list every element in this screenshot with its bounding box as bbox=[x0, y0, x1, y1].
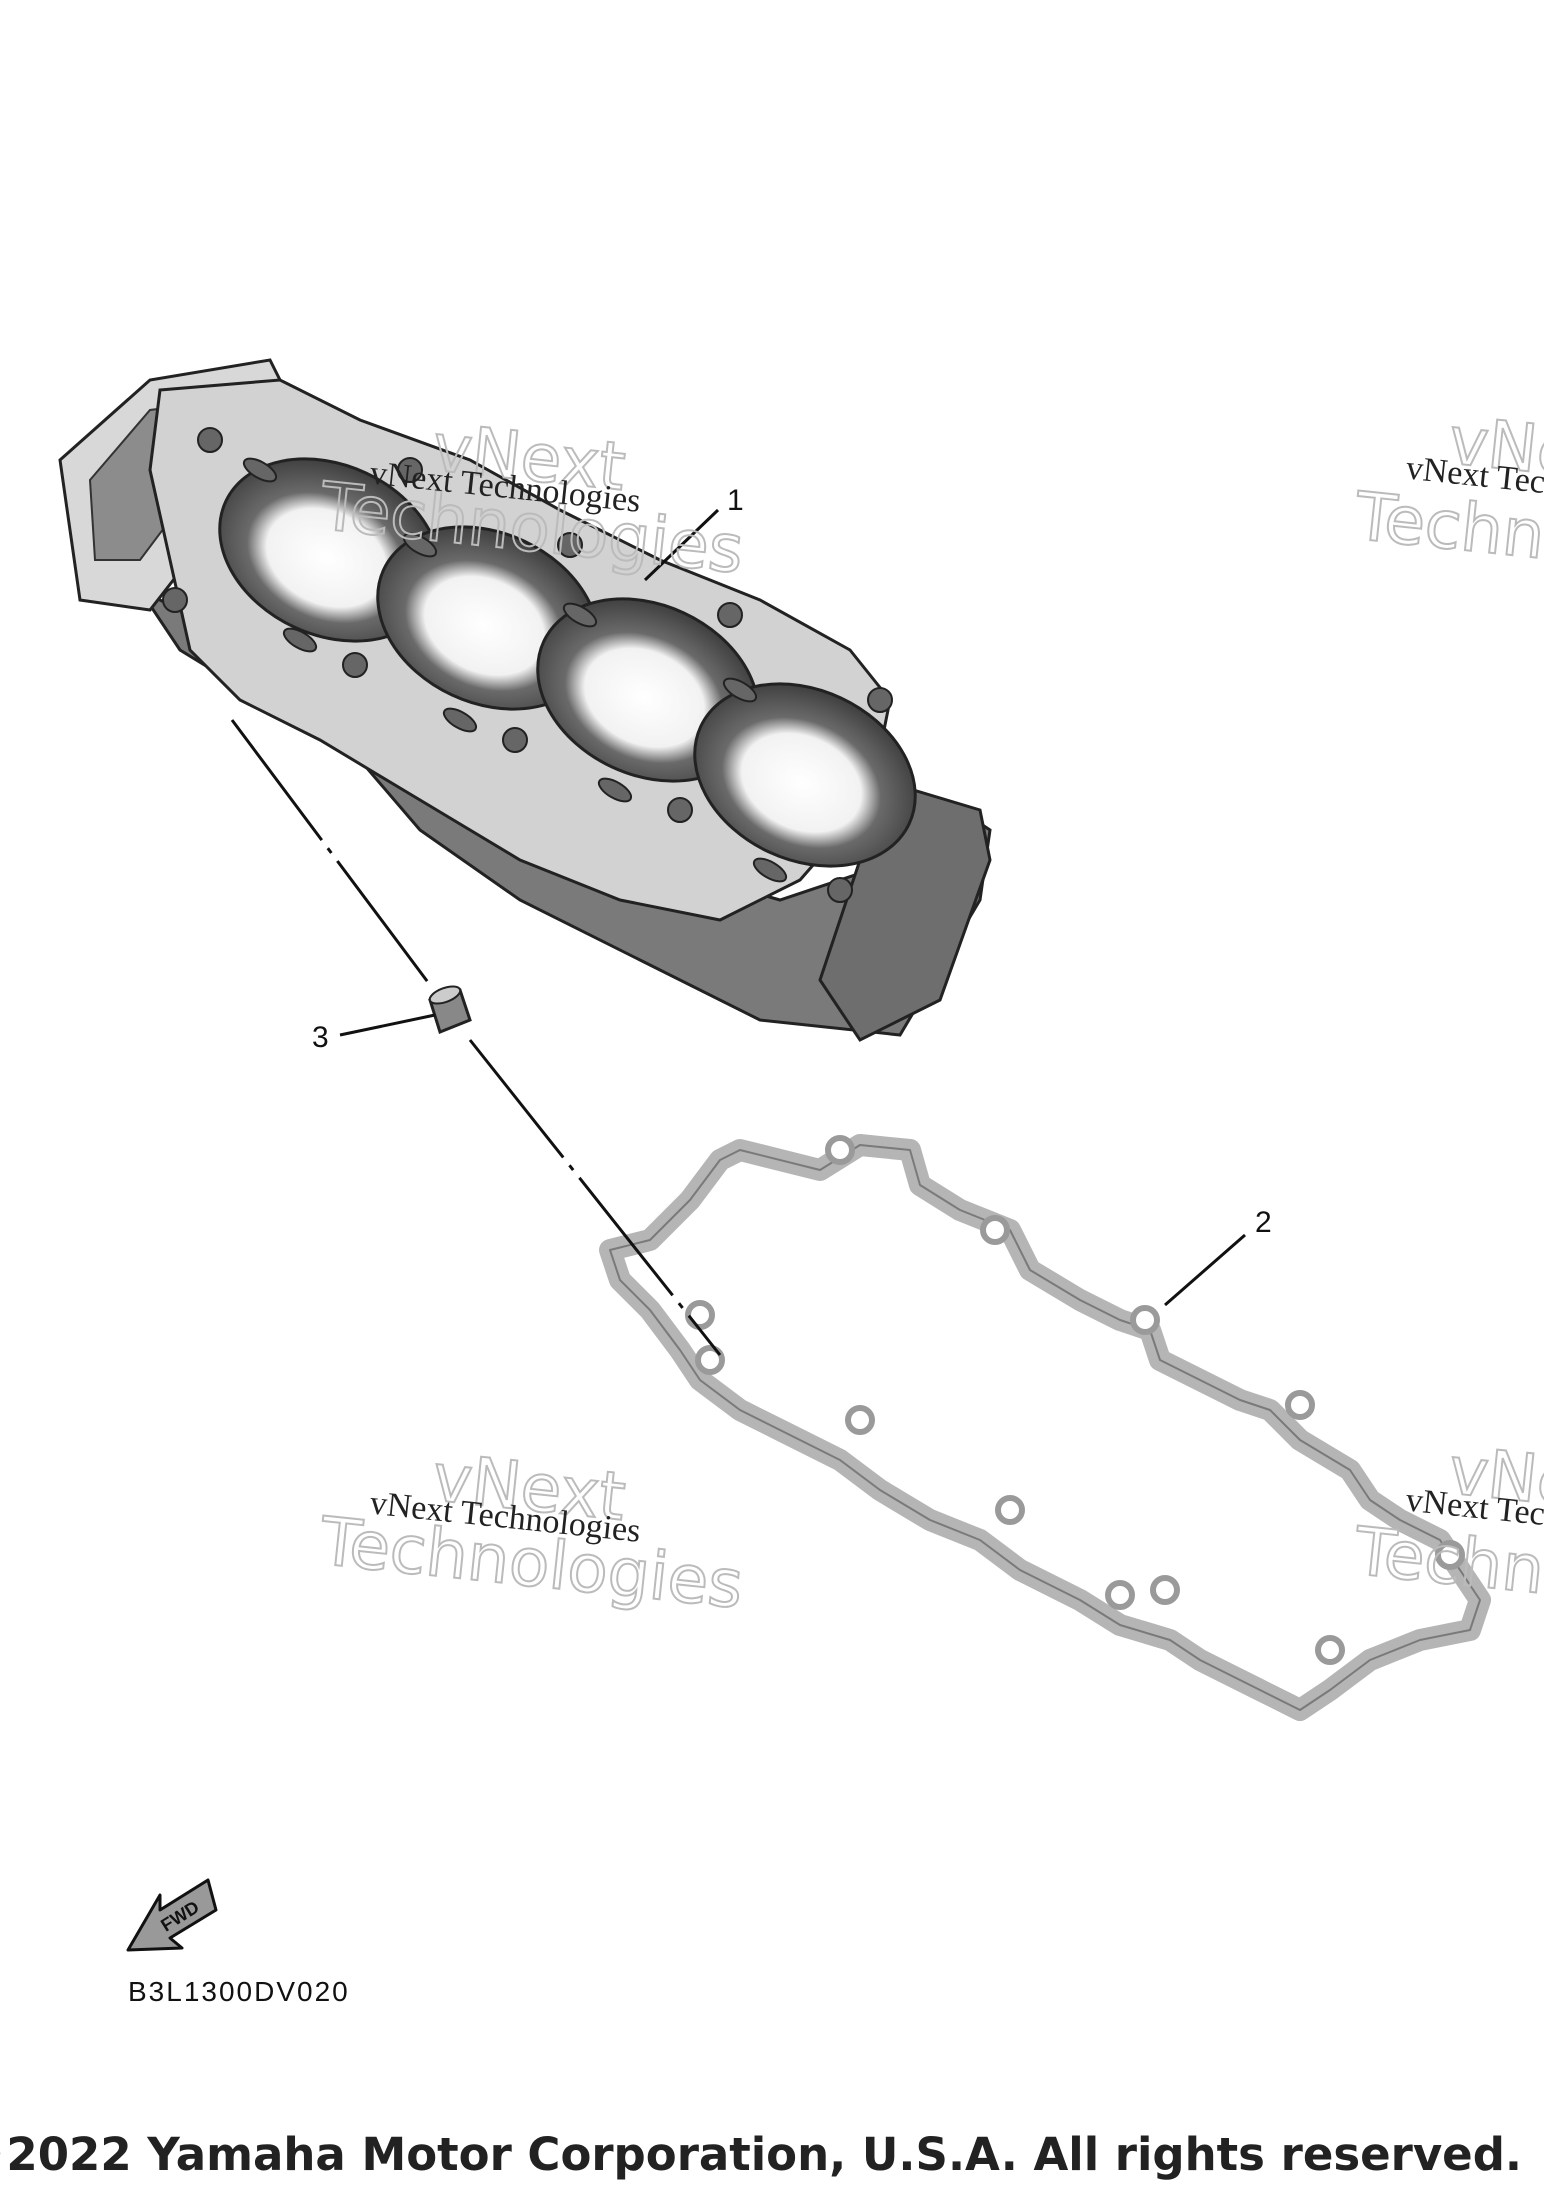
watermark-bottom-left: vNext Technologies vNext Technologies bbox=[315, 1438, 748, 1625]
cylinder-block-illustration bbox=[58, 358, 992, 1042]
watermark-top-right: vNe Techn vNext Tec bbox=[1350, 401, 1544, 575]
callout-3: 3 bbox=[312, 1021, 329, 1054]
dowel-axis-line bbox=[230, 719, 722, 1356]
svg-text:vNe: vNe bbox=[1445, 402, 1544, 492]
leader-line-2 bbox=[1164, 1233, 1246, 1307]
copyright-notice: ©2022 Yamaha Motor Corporation, U.S.A. A… bbox=[0, 2128, 1522, 2181]
dowel-pin-illustration bbox=[428, 985, 472, 1034]
fwd-arrow-icon: FWD bbox=[126, 1878, 218, 1952]
cylinder-gasket-illustration bbox=[599, 1134, 1491, 1721]
leader-line-3 bbox=[339, 1013, 436, 1037]
watermark-bottom-right: vNe Techn vNext Tec bbox=[1349, 1431, 1544, 1610]
svg-text:vNe: vNe bbox=[1445, 1432, 1544, 1522]
part-code: B3L1300DV020 bbox=[128, 1976, 350, 2007]
callout-2: 2 bbox=[1255, 1206, 1272, 1239]
callout-1: 1 bbox=[727, 484, 744, 517]
leader-line-1 bbox=[643, 508, 720, 582]
